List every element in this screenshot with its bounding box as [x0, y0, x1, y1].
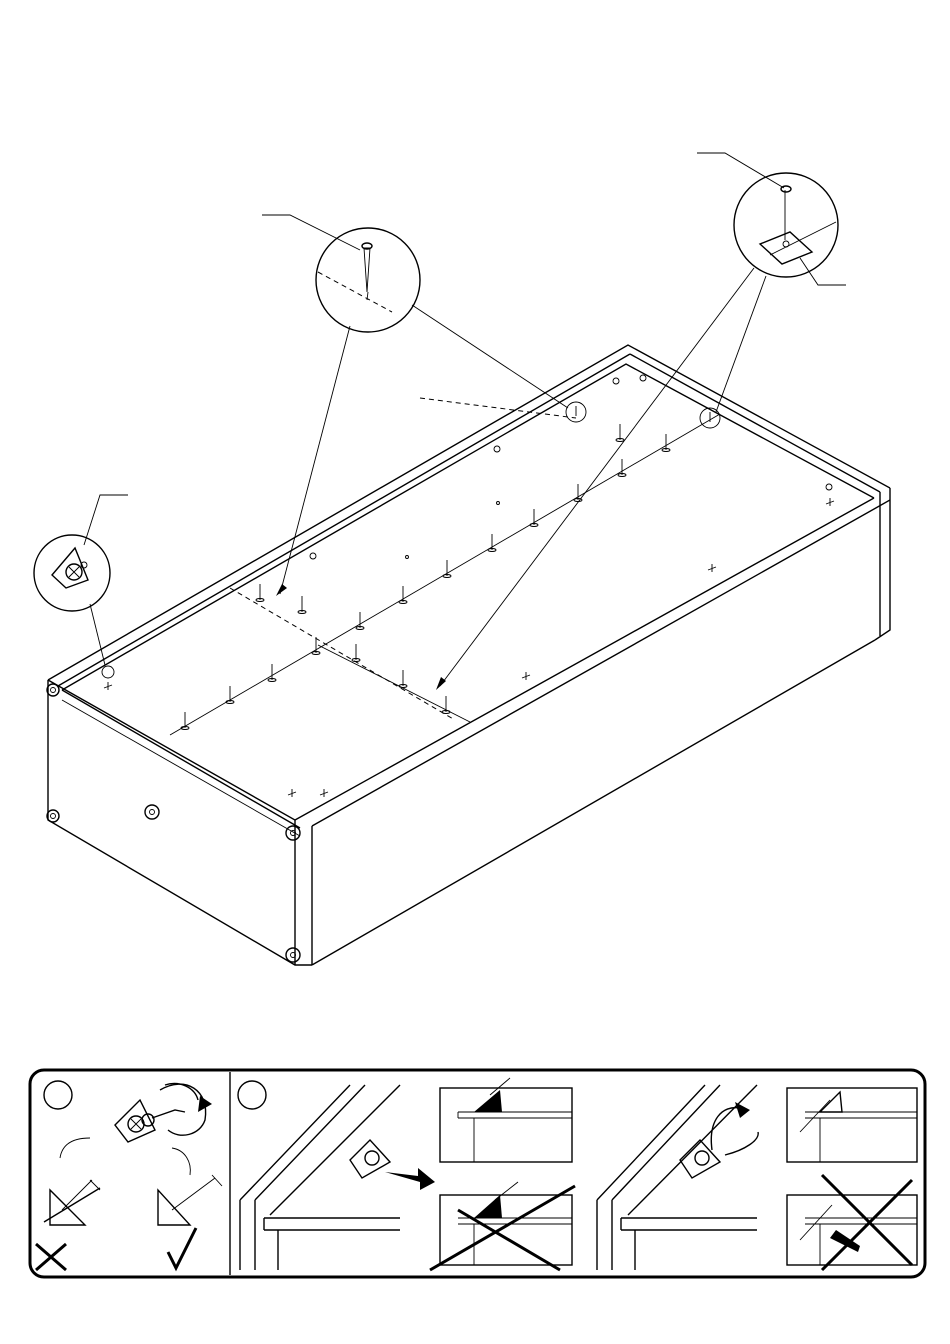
bottom-instruction-panel: [30, 1070, 925, 1277]
connector-mark: [522, 672, 530, 680]
wrong-cross-icon: [430, 1186, 575, 1270]
step-badge-1: [44, 1081, 72, 1109]
connector-mark: [320, 789, 328, 797]
cam-insertion-panel: [238, 1078, 917, 1270]
nail-with-washer-detail: [440, 153, 846, 686]
connector-mark: [826, 498, 834, 506]
wrong-cross-icon-2: [822, 1175, 912, 1270]
nails: [181, 424, 670, 730]
cam-holes: [47, 375, 832, 962]
insert-arrow-icon: [385, 1168, 435, 1190]
cross-mark-icon: [36, 1244, 66, 1270]
cabinet-carcass: [48, 345, 890, 965]
nail-detail-edge: [262, 215, 586, 594]
step-badge-2: [238, 1081, 266, 1109]
check-mark-icon: [168, 1228, 196, 1268]
connector-mark: [104, 682, 112, 690]
cam-lock-detail: [34, 495, 128, 665]
connector-mark: [288, 789, 296, 797]
cam-orientation-panel: [36, 1081, 222, 1270]
connector-mark: [708, 564, 716, 572]
